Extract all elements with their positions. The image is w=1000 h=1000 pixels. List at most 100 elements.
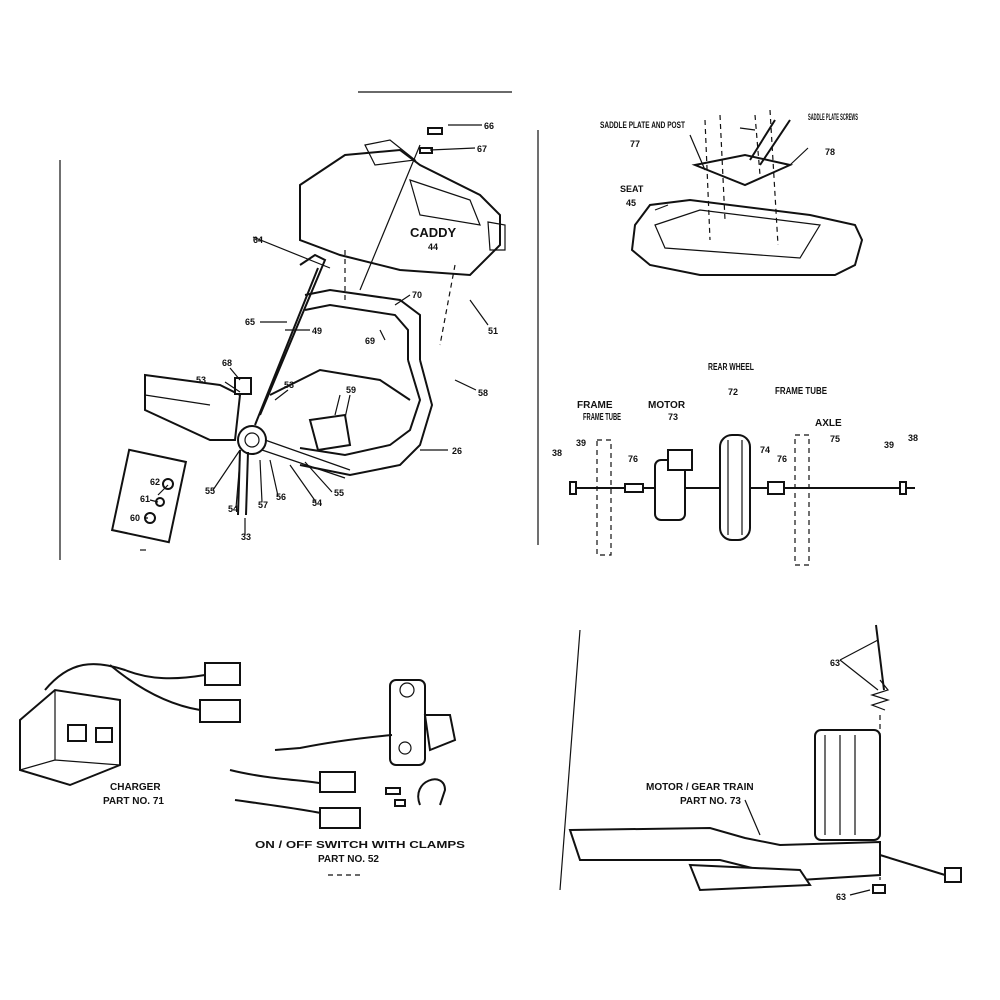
seat-recess bbox=[654, 209, 821, 259]
part-26: 26 bbox=[452, 446, 462, 456]
caddy-body bbox=[299, 148, 501, 277]
part-68: 68 bbox=[222, 358, 232, 368]
hub-inner bbox=[244, 432, 260, 448]
frame-loop bbox=[299, 359, 434, 477]
part-38-right: 38 bbox=[908, 433, 918, 443]
part-63-bottom: 63 bbox=[836, 892, 846, 902]
part-60: 60 bbox=[130, 513, 140, 523]
part-55-right: 55 bbox=[334, 488, 344, 498]
part-63-top: 63 bbox=[830, 658, 840, 668]
frame-tube-left-label-1: FRAME bbox=[577, 400, 613, 411]
steering-tube-inner bbox=[254, 267, 319, 426]
charger-plug-2 bbox=[199, 699, 241, 723]
saddle-plate-label: SADDLE PLATE AND POST bbox=[600, 120, 685, 130]
part-74: 74 bbox=[760, 445, 770, 455]
part-39-right: 39 bbox=[884, 440, 894, 450]
leader-lines bbox=[145, 124, 489, 535]
part-66: 66 bbox=[484, 121, 494, 131]
part-61: 61 bbox=[140, 494, 150, 504]
bushing-76-left bbox=[624, 483, 644, 493]
charger-cord-1 bbox=[44, 663, 206, 691]
charger-part: PART NO. 71 bbox=[103, 796, 164, 807]
screw-66 bbox=[427, 127, 443, 135]
frame-tube-right bbox=[794, 434, 810, 566]
motor-label: MOTOR bbox=[648, 400, 686, 411]
switch-plug-1 bbox=[319, 771, 356, 793]
switch-plug-2 bbox=[319, 807, 361, 829]
nut-63 bbox=[872, 884, 886, 894]
rear-wheel bbox=[719, 434, 751, 541]
part-76-left: 76 bbox=[628, 454, 638, 464]
part-53-right: 53 bbox=[284, 380, 294, 390]
motor-wire bbox=[879, 854, 946, 876]
charger-prong-1 bbox=[67, 724, 87, 742]
frame-top-rail-inner bbox=[304, 303, 409, 360]
part-57: 57 bbox=[258, 500, 268, 510]
rear-axle-assembly: FRAME FRAME TUBE MOTOR 73 REAR WHEEL 72 … bbox=[552, 362, 918, 566]
motor-can bbox=[814, 729, 881, 841]
caddy-frame-assembly: CADDY 44 66 67 64 65 49 70 69 51 58 68 5… bbox=[110, 121, 506, 551]
part-49: 49 bbox=[312, 326, 322, 336]
part-76-right: 76 bbox=[777, 454, 787, 464]
charger-cord-2 bbox=[109, 664, 201, 711]
switch-cord-1 bbox=[274, 734, 393, 751]
part-54-left: 54 bbox=[228, 504, 238, 514]
part-55-left: 55 bbox=[205, 486, 215, 496]
front-arm bbox=[144, 373, 242, 441]
part-67: 67 bbox=[477, 144, 487, 154]
bushing-74 bbox=[767, 481, 785, 495]
frame-cross bbox=[269, 368, 411, 401]
steering-tube bbox=[259, 253, 327, 416]
saddle-post bbox=[749, 119, 791, 166]
front-arm-line bbox=[144, 394, 211, 406]
switch-cord-2 bbox=[229, 769, 331, 816]
switch-screw bbox=[399, 682, 415, 698]
fork-brace bbox=[261, 439, 351, 479]
part-64: 64 bbox=[253, 235, 263, 245]
screw-guide bbox=[359, 144, 421, 291]
seat-label: SEAT bbox=[620, 184, 644, 194]
charger-plug-1 bbox=[204, 662, 241, 686]
axle-label: AXLE bbox=[815, 418, 842, 429]
hub-56 bbox=[237, 425, 267, 455]
seat-num: 45 bbox=[626, 198, 636, 208]
motor-gear-assembly: 63 63 MOTOR / GEAR TRAIN PART NO. 73 bbox=[568, 624, 962, 902]
cap-38-right bbox=[899, 481, 907, 495]
frame-tube-right-label: FRAME TUBE bbox=[775, 386, 827, 397]
charger-assembly: CHARGER PART NO. 71 bbox=[19, 662, 241, 807]
caddy-details bbox=[364, 139, 506, 251]
part-56: 56 bbox=[276, 492, 286, 502]
motor-num: 73 bbox=[668, 412, 678, 422]
frame-loop-inner bbox=[299, 359, 422, 457]
charger-edges bbox=[19, 690, 121, 771]
part-39-left: 39 bbox=[576, 438, 586, 448]
fork-33 bbox=[237, 449, 249, 516]
clamp-screw bbox=[385, 787, 401, 795]
caddy-label: CADDY bbox=[410, 225, 457, 240]
motor-connector bbox=[944, 867, 962, 883]
charger-label: CHARGER bbox=[110, 782, 161, 793]
rear-wheel-num: 72 bbox=[728, 387, 738, 397]
part-59: 59 bbox=[346, 385, 356, 395]
part-58: 58 bbox=[478, 388, 488, 398]
charger-prong-2 bbox=[95, 727, 113, 743]
rear-wheel-label: REAR WHEEL bbox=[708, 362, 754, 373]
part-69: 69 bbox=[365, 336, 375, 346]
switch-part: PART NO. 52 bbox=[318, 854, 379, 865]
switch-label: ON / OFF SWITCH WITH CLAMPS bbox=[255, 840, 465, 851]
part-38-left: 38 bbox=[552, 448, 562, 458]
clamp-68 bbox=[234, 377, 252, 395]
saddle-plate bbox=[691, 153, 794, 187]
part-33: 33 bbox=[241, 532, 251, 542]
hardware-plate bbox=[110, 448, 188, 544]
switch-body bbox=[389, 679, 426, 766]
motor-can-ribs bbox=[824, 735, 856, 835]
part-65: 65 bbox=[245, 317, 255, 327]
caddy-num: 44 bbox=[428, 242, 438, 252]
frame-tube-left-label-2: FRAME TUBE bbox=[583, 412, 621, 423]
wheel-tread bbox=[727, 440, 743, 535]
part-62: 62 bbox=[150, 477, 160, 487]
clamp-ring bbox=[417, 778, 447, 806]
switch-button bbox=[398, 741, 412, 755]
motor-cap bbox=[667, 449, 693, 471]
